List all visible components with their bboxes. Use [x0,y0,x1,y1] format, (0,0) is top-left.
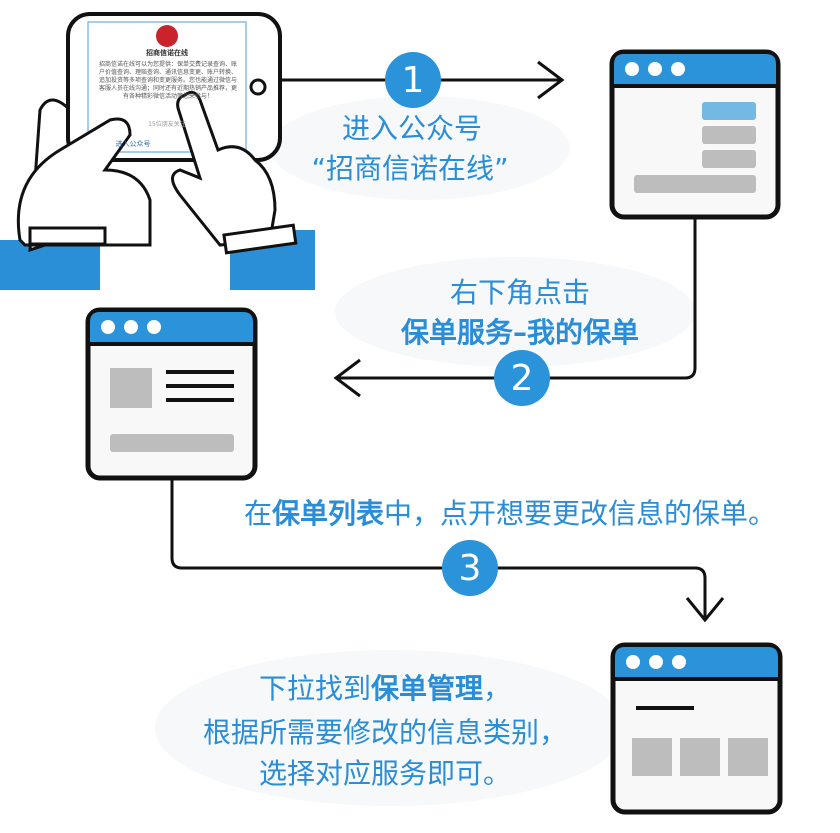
connector-3 [170,478,707,618]
step2-line1: 右下角点击 [449,276,591,309]
arrow-left-icon [333,358,361,398]
phone-enter-button[interactable]: 进入公众号 [115,140,151,148]
text: ， [483,672,512,705]
step-number-3: 3 [442,540,498,596]
step2-line2: 保单服务–我的保单 [400,316,640,349]
phone-home-button [249,78,267,96]
step-number-1: 1 [385,52,441,108]
cloud-bg [155,650,625,806]
brand-logo [156,25,178,47]
browser-window-3 [610,642,783,815]
arrow-right-icon [537,60,565,100]
step4-line1: 下拉找到保单管理， [259,672,511,706]
step1-line1: 进入公众号 [341,112,483,145]
step1-line2: “招商信诺在线” [311,152,509,185]
arrow-down-icon [685,597,725,623]
browser-window-2 [85,307,258,481]
cloud-bg [270,96,570,200]
text: 中，点开想要更改信息的保单。 [384,497,777,530]
text: 在 [243,497,272,530]
step4-line2: 根据所需要修改的信息类别， [202,716,568,749]
step-number-2: 2 [494,350,550,406]
cloud-bg [335,257,695,367]
phone-title: 招商信诺在线 [146,49,188,57]
browser-window-1 [609,49,781,220]
phone-description: 招商信诺在线可以为您提供：保单交费记录查询、账户价值查询、理赔查询、通讯信息变更… [98,61,237,100]
pointing-hand-icon [171,90,277,247]
step3-text: 在保单列表中，点开想要更改信息的保单。 [244,497,776,531]
step4-line3: 选择对应服务即可。 [258,757,512,790]
text-bold: 保单管理 [370,672,484,705]
connector-2 [337,217,697,380]
text: 下拉找到 [258,672,371,705]
phone-illustration [0,12,315,290]
phone-followers: 15位朋友关注 [148,121,186,128]
text-bold: 保单列表 [271,497,385,530]
